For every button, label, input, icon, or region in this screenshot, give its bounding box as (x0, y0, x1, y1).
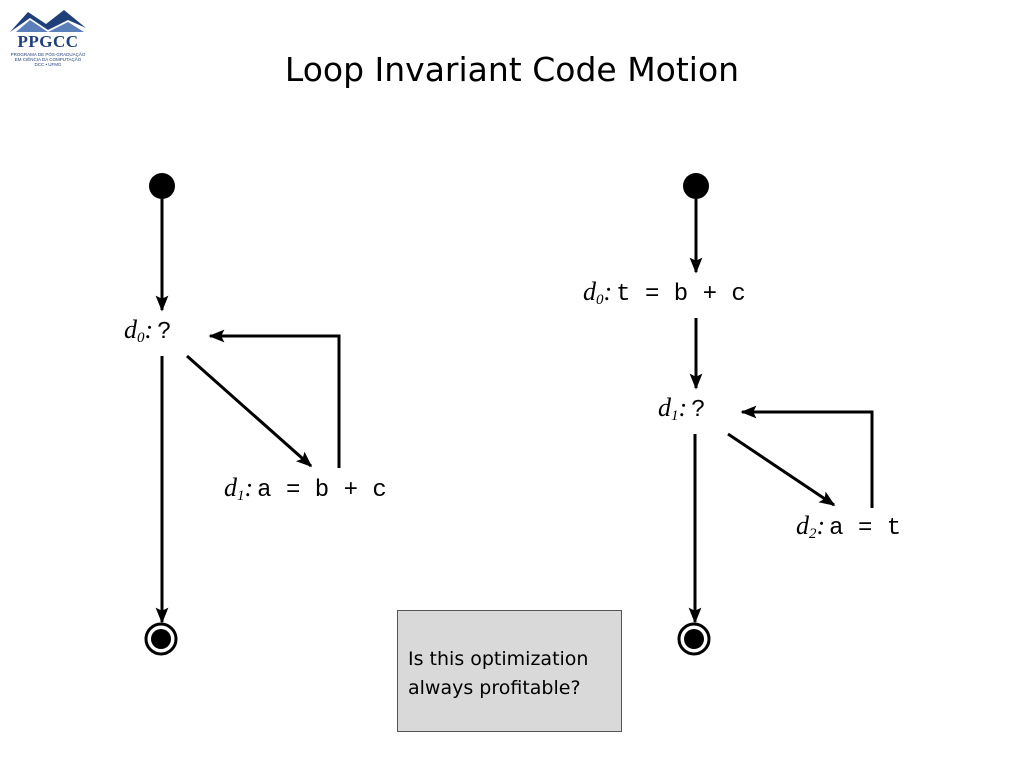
ppgcc-logo: PPGCC PROGRAMA DE PÓS-GRADUAÇÃO EM CIÊNC… (6, 6, 90, 67)
right-node-d1-label: d1:? (658, 393, 706, 425)
logo-emblem-icon (10, 10, 86, 32)
logo-line-1: PROGRAMA DE PÓS-GRADUAÇÃO (10, 52, 86, 57)
left-start-node (149, 173, 175, 199)
right-start-node (683, 173, 709, 199)
right-node-d2-label: d2:a = t (796, 511, 902, 543)
right-node-d0-label: d0:t = b + c (583, 277, 746, 309)
slide-title: Loop Invariant Code Motion (284, 50, 740, 89)
left-node-d0-code: ? (157, 319, 172, 346)
logo-line-2: EM CIÊNCIA DA COMPUTAÇÃO (14, 57, 82, 62)
question-line-2: always profitable? (408, 677, 581, 699)
right-edge-d2-d1-backedge (740, 405, 874, 508)
question-callout-box: Is this optimization always profitable? (397, 610, 622, 732)
right-node-d2-code: a = t (829, 515, 902, 542)
question-line-1: Is this optimization (408, 648, 589, 670)
logo-name: PPGCC (17, 32, 79, 51)
left-node-d1-label: d1:a = b + c (224, 473, 387, 505)
logo-line-3: DCC • UFMG (34, 62, 62, 67)
left-node-d1-code: a = b + c (257, 477, 387, 504)
right-node-d1-code: ? (691, 397, 706, 424)
left-edge-d0-d1 (186, 354, 313, 468)
left-node-d0-label: d0:? (124, 315, 172, 347)
left-edge-d1-d0-backedge (208, 329, 341, 468)
right-edge-d1-d2 (727, 432, 836, 507)
right-node-d0-code: t = b + c (616, 281, 746, 308)
